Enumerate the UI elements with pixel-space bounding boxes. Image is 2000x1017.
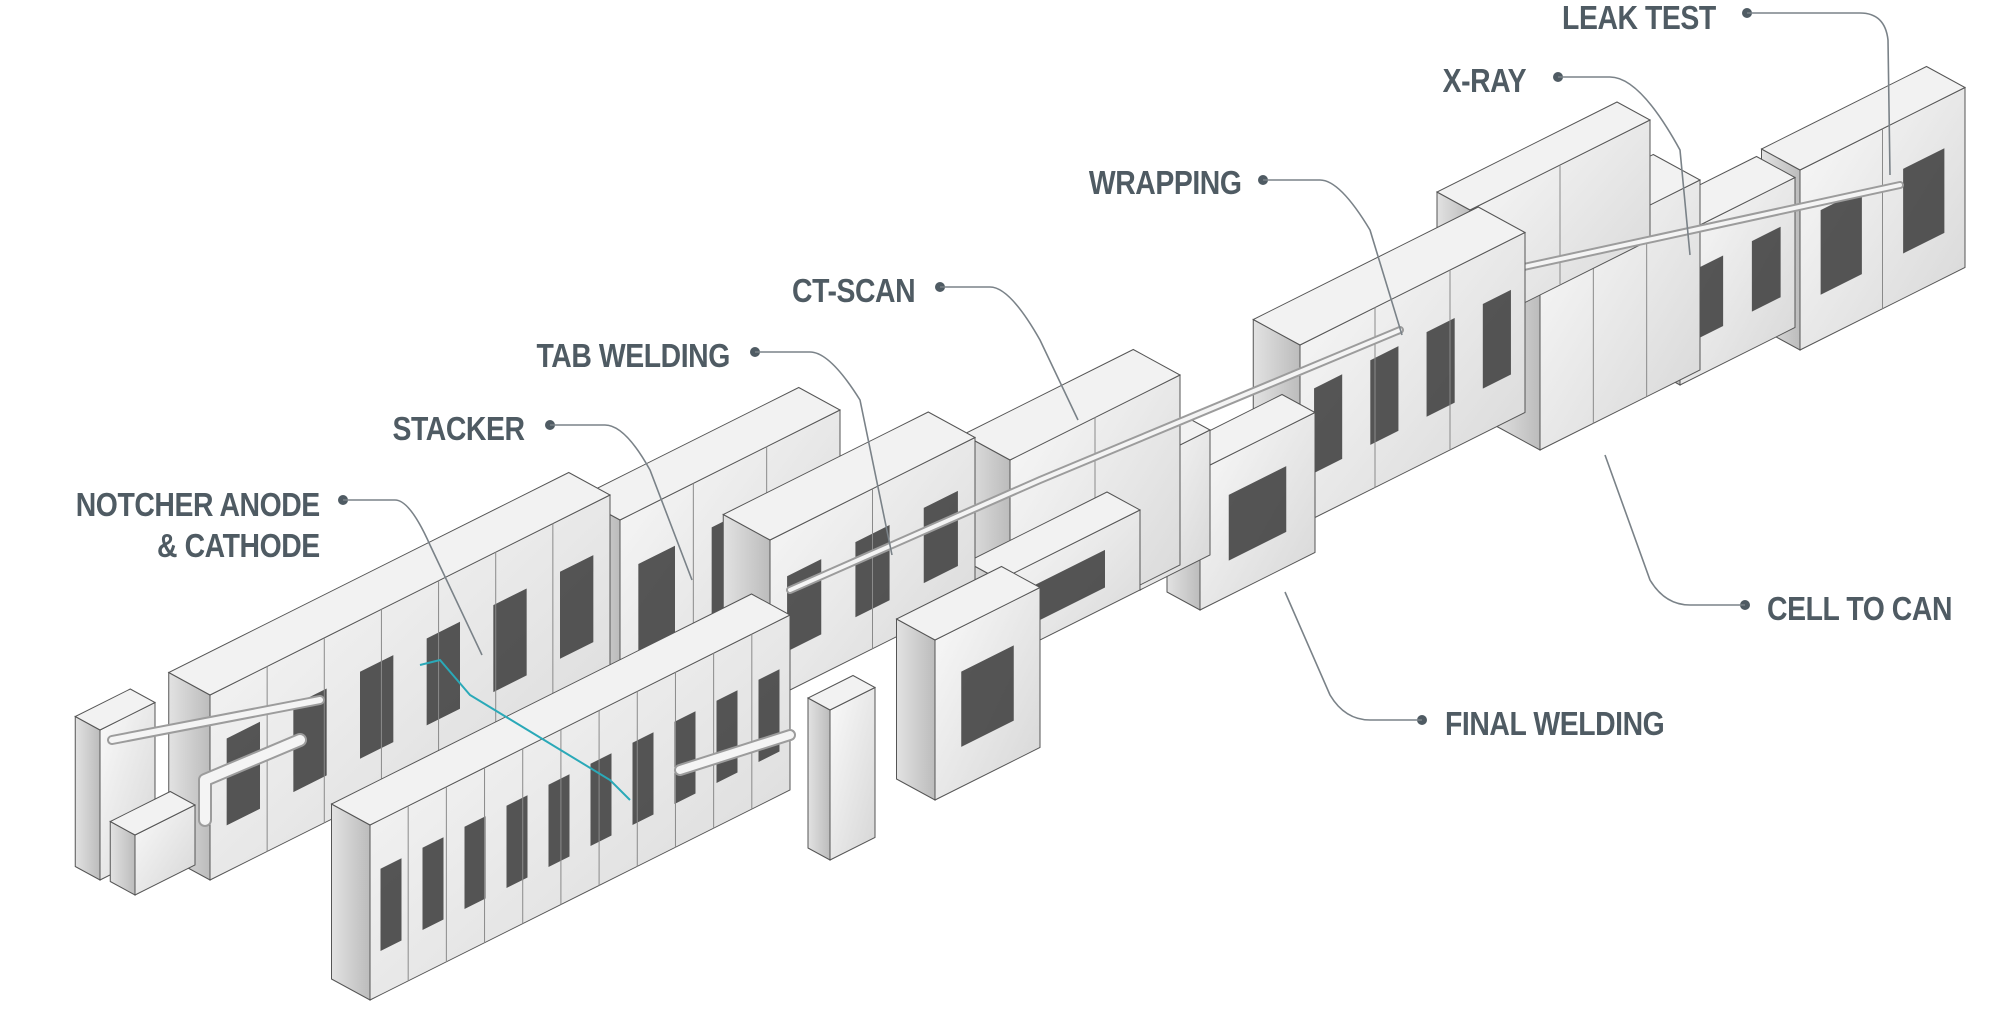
machine-notcher-row-2-window bbox=[632, 732, 654, 825]
label-notcher: NOTCHER ANODE & CATHODE bbox=[75, 486, 320, 564]
machine-x-ray-window bbox=[1751, 226, 1781, 312]
leader-lines-group bbox=[338, 8, 1891, 725]
machine-stacker-end-top bbox=[895, 565, 1042, 641]
conveyor-center-core bbox=[788, 328, 1402, 592]
dust-collector-center-front bbox=[829, 686, 876, 861]
machine-notcher-row-1-window bbox=[226, 721, 260, 826]
label-cell-to-can: CELL TO CAN bbox=[1767, 590, 1953, 627]
machine-stacker-end-side bbox=[896, 618, 936, 801]
machine-notcher-row-2-top bbox=[330, 593, 792, 826]
duct-left-upper-core bbox=[109, 697, 323, 743]
label-tab-welding: TAB WELDING bbox=[536, 337, 731, 374]
machine-notcher-row-2-window bbox=[422, 837, 444, 930]
machine-wrapping-window bbox=[1370, 346, 1399, 445]
machine-notcher-row-2-window bbox=[464, 816, 486, 909]
machine-notcher-row-2-window bbox=[506, 795, 528, 888]
machine-stacker-end-window bbox=[961, 645, 1014, 747]
leader-line-x-ray bbox=[1558, 76, 1691, 256]
label-ct-scan: CT-SCAN bbox=[791, 272, 916, 309]
leader-line-ct-scan bbox=[940, 286, 1079, 421]
machine-notcher-row-1-window bbox=[426, 621, 460, 726]
machine-notcher-row-2-window bbox=[380, 858, 402, 951]
label-leak-test: LEAK TEST bbox=[1562, 0, 1716, 36]
accent-cable bbox=[419, 658, 631, 801]
dust-collector-left-base-top bbox=[109, 790, 197, 836]
duct-left-lower-core bbox=[200, 735, 305, 825]
machine-leak-test-top bbox=[1760, 65, 1967, 171]
machine-x-ray-window bbox=[1694, 255, 1724, 341]
machine-notcher-row-2-window bbox=[548, 774, 570, 867]
machine-leak-test-window bbox=[1903, 148, 1945, 254]
dust-collector-center bbox=[806, 674, 877, 861]
machine-stacker-top bbox=[722, 411, 977, 541]
machine-notcher-row-1-window bbox=[360, 655, 394, 759]
leader-line-stacker bbox=[550, 424, 693, 581]
dust-collector-left-top bbox=[74, 688, 157, 731]
dust-collector-left-side bbox=[74, 715, 101, 881]
machine-notcher-row-2 bbox=[330, 593, 792, 1001]
machine-notcher-row-1-window bbox=[560, 555, 594, 659]
machine-stacker-window bbox=[923, 490, 958, 584]
dust-collector-center-side bbox=[807, 697, 831, 861]
dust-collector-left-base bbox=[109, 790, 197, 896]
machine-notcher-row-1 bbox=[167, 471, 612, 881]
leader-line-final-welding bbox=[1284, 591, 1422, 721]
machine-stacker-end bbox=[895, 565, 1042, 801]
leader-line-wrapping bbox=[1263, 179, 1403, 336]
machine-final-welding-window bbox=[1228, 466, 1287, 561]
machine-notcher-row-1-window bbox=[493, 588, 527, 693]
machine-notcher-row-1-window bbox=[293, 688, 327, 793]
machine-tab-welding-window bbox=[638, 545, 675, 654]
machine-leak-test-window bbox=[1820, 189, 1862, 295]
machine-notcher-row-1-top bbox=[167, 471, 612, 696]
machine-wrapping-window bbox=[1482, 289, 1511, 389]
duct-center-core bbox=[676, 731, 794, 774]
machine-ct-scan-chamber-window bbox=[1035, 549, 1105, 623]
machine-notcher-row-2-window bbox=[716, 690, 738, 783]
machine-notcher-row-2-window bbox=[674, 711, 696, 804]
machine-ct-scan-chamber-top bbox=[965, 491, 1142, 581]
machine-wrapping-window bbox=[1426, 318, 1455, 417]
machine-notcher-row-2-window bbox=[590, 753, 612, 846]
machines-group bbox=[74, 65, 1967, 1001]
dust-collector-center-top bbox=[806, 674, 877, 711]
machine-notcher-row-2-side bbox=[331, 803, 371, 1001]
label-wrapping: WRAPPING bbox=[1088, 164, 1241, 201]
machine-wrapping-window bbox=[1314, 374, 1343, 473]
leader-line-cell-to-can bbox=[1604, 454, 1745, 606]
label-stacker: STACKER bbox=[392, 410, 525, 447]
leader-line-notcher bbox=[343, 499, 483, 656]
label-final-welding: FINAL WELDING bbox=[1445, 705, 1665, 742]
machine-cell-to-can-upper-top bbox=[1435, 101, 1652, 211]
label-x-ray: X-RAY bbox=[1442, 62, 1526, 99]
leader-line-tab-welding bbox=[755, 351, 893, 556]
leader-line-leak-test bbox=[1747, 12, 1891, 176]
